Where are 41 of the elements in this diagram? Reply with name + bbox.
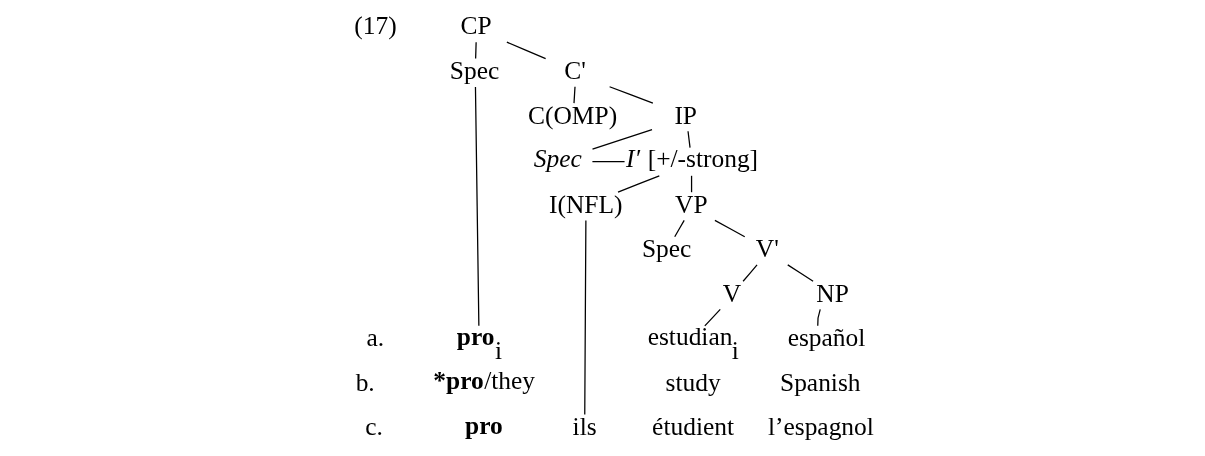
node-text: Spec (449, 55, 500, 85)
connector (617, 174, 660, 193)
label: pro (465, 410, 503, 440)
node-text: Spec (533, 143, 582, 173)
node-text: NP (816, 278, 849, 308)
connector (608, 85, 654, 104)
connector (674, 219, 685, 237)
node-text: C' (564, 55, 586, 85)
node-text: C(OMP) (528, 100, 618, 130)
node-text: V (722, 278, 742, 308)
connector (591, 128, 653, 150)
node-text: CP (460, 10, 492, 40)
node-text: ils (572, 411, 597, 441)
label: study (665, 367, 721, 397)
node-text: español (787, 322, 866, 352)
connector (573, 85, 576, 104)
label: *pro/they (433, 365, 536, 395)
connector (591, 160, 626, 162)
connector (506, 41, 547, 59)
connector (584, 219, 587, 415)
connector (742, 263, 758, 282)
node-text: IP (674, 100, 698, 130)
label: a. (366, 322, 385, 352)
label: (17) (354, 10, 397, 40)
node-text: V' (755, 233, 779, 263)
node-text: VP (675, 189, 708, 219)
label: c. (365, 411, 383, 441)
node-text: I′ [+/-strong] (626, 143, 759, 173)
connector (475, 41, 477, 59)
connector (704, 308, 721, 326)
connector (787, 263, 814, 282)
connector (687, 130, 691, 148)
label: Spanish (780, 367, 861, 397)
connector (474, 85, 480, 326)
label: l’espagnol (767, 411, 874, 441)
connector (817, 308, 821, 326)
node-text: Spec (641, 233, 692, 263)
node-text: I(NFL) (549, 189, 623, 219)
label: b. (355, 367, 375, 397)
label: étudient (652, 411, 735, 441)
connector (714, 219, 746, 237)
